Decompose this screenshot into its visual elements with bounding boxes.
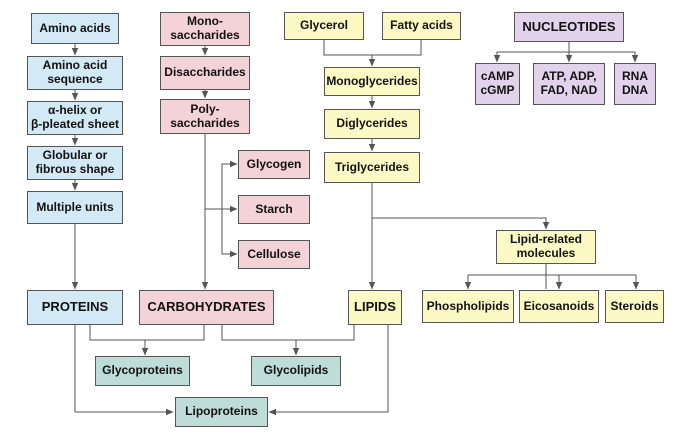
diglycerides-node: Diglycerides: [324, 109, 420, 139]
disaccharides-node: Disaccharides: [160, 56, 250, 90]
eicosanoids-node: Eicosanoids: [519, 290, 599, 323]
monosaccharides-node: Mono- saccharides: [160, 12, 250, 46]
lipid-related-molecules-node: Lipid-related molecules: [496, 230, 596, 264]
multiple-units-node: Multiple units: [27, 191, 123, 224]
branch-nucleotides: [496, 42, 636, 62]
glycerol-node: Glycerol: [284, 12, 364, 40]
glycogen-node: Glycogen: [238, 150, 310, 179]
rna-dna-node: RNA DNA: [614, 63, 656, 105]
glycolipids-node: Glycolipids: [251, 356, 341, 386]
proteins-node: PROTEINS: [27, 290, 123, 325]
amino-acid-sequence-node: Amino acid sequence: [27, 56, 123, 90]
triglycerides-node: Triglycerides: [324, 152, 420, 183]
helix-sheet-node: α-helix or β-pleated sheet: [27, 101, 123, 135]
branch-related: [467, 264, 637, 289]
to-glycolipids: [221, 325, 355, 355]
polysaccharides-node: Poly- saccharides: [160, 99, 250, 134]
to-glycoproteins: [89, 325, 205, 355]
lipids-node: LIPIDS: [348, 290, 402, 325]
atp-adp-fad-nad-node: ATP, ADP, FAD, NAD: [533, 63, 605, 105]
carbohydrates-node: CARBOHYDRATES: [139, 290, 274, 325]
cellulose-node: Cellulose: [238, 240, 310, 269]
amino-acids-node: Amino acids: [31, 13, 119, 44]
steroids-node: Steroids: [605, 290, 664, 323]
nucleotides-node: NUCLEOTIDES: [514, 12, 624, 42]
to-lipoproteins-left: [74, 325, 174, 416]
globular-fibrous-node: Globular or fibrous shape: [27, 146, 123, 180]
starch-node: Starch: [238, 195, 310, 224]
to-lipoproteins-right: [268, 325, 389, 416]
monoglycerides-node: Monoglycerides: [324, 67, 420, 96]
phospholipids-node: Phospholipids: [422, 290, 514, 323]
glycoproteins-node: Glycoproteins: [95, 356, 190, 386]
arrow-tri-related: [372, 217, 550, 230]
fatty-acids-node: Fatty acids: [382, 12, 461, 40]
camp-cgmp-node: cAMP cGMP: [475, 63, 520, 105]
lipoproteins-node: Lipoproteins: [175, 397, 268, 427]
merge-glycerol-fatty: [323, 40, 422, 66]
